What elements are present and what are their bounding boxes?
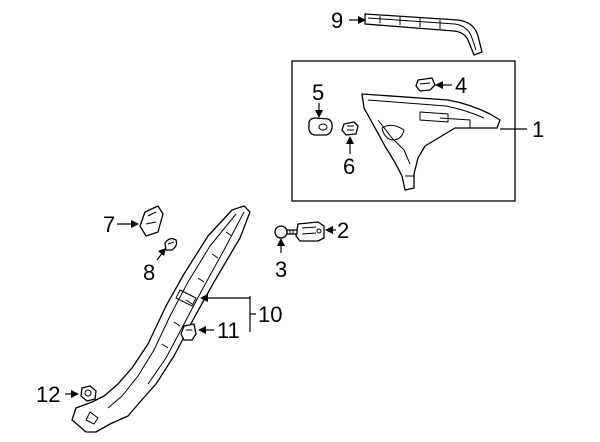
part-11-clip bbox=[180, 323, 197, 341]
callout-5: 5 bbox=[312, 80, 324, 105]
callout-6: 6 bbox=[343, 154, 355, 179]
leader-9 bbox=[349, 16, 366, 24]
callout-10: 10 bbox=[258, 302, 282, 327]
leader-11 bbox=[198, 326, 214, 334]
callout-2: 2 bbox=[337, 218, 349, 243]
leader-12 bbox=[65, 390, 79, 398]
part-4-clip bbox=[415, 77, 436, 92]
part-1-quarter-trim-panel bbox=[361, 93, 501, 191]
leader-5 bbox=[315, 103, 323, 118]
callout-9: 9 bbox=[331, 8, 343, 33]
leader-10 bbox=[200, 294, 256, 332]
leader-3 bbox=[277, 238, 285, 253]
callout-4: 4 bbox=[455, 73, 467, 98]
leader-6 bbox=[346, 136, 354, 154]
leader-2 bbox=[325, 226, 336, 234]
leader-7 bbox=[117, 220, 139, 228]
part-3-screw bbox=[274, 225, 298, 239]
assembly-box bbox=[291, 60, 516, 202]
callout-7: 7 bbox=[103, 212, 115, 237]
leader-4 bbox=[435, 81, 452, 89]
callout-11: 11 bbox=[217, 318, 240, 343]
part-8-fastener bbox=[164, 237, 178, 251]
callout-8: 8 bbox=[143, 260, 155, 285]
callout-1: 1 bbox=[532, 117, 544, 142]
part-9-roof-trim bbox=[364, 13, 483, 56]
callout-3: 3 bbox=[275, 257, 287, 282]
part-6-bracket bbox=[341, 121, 359, 136]
part-10-pillar-trim bbox=[71, 205, 251, 433]
part-2-clip bbox=[295, 221, 325, 242]
part-7-clip bbox=[139, 205, 164, 237]
part-12-nut bbox=[80, 385, 97, 402]
leader-8 bbox=[156, 248, 166, 261]
part-5-cap bbox=[308, 117, 333, 136]
callout-12: 12 bbox=[36, 382, 60, 407]
